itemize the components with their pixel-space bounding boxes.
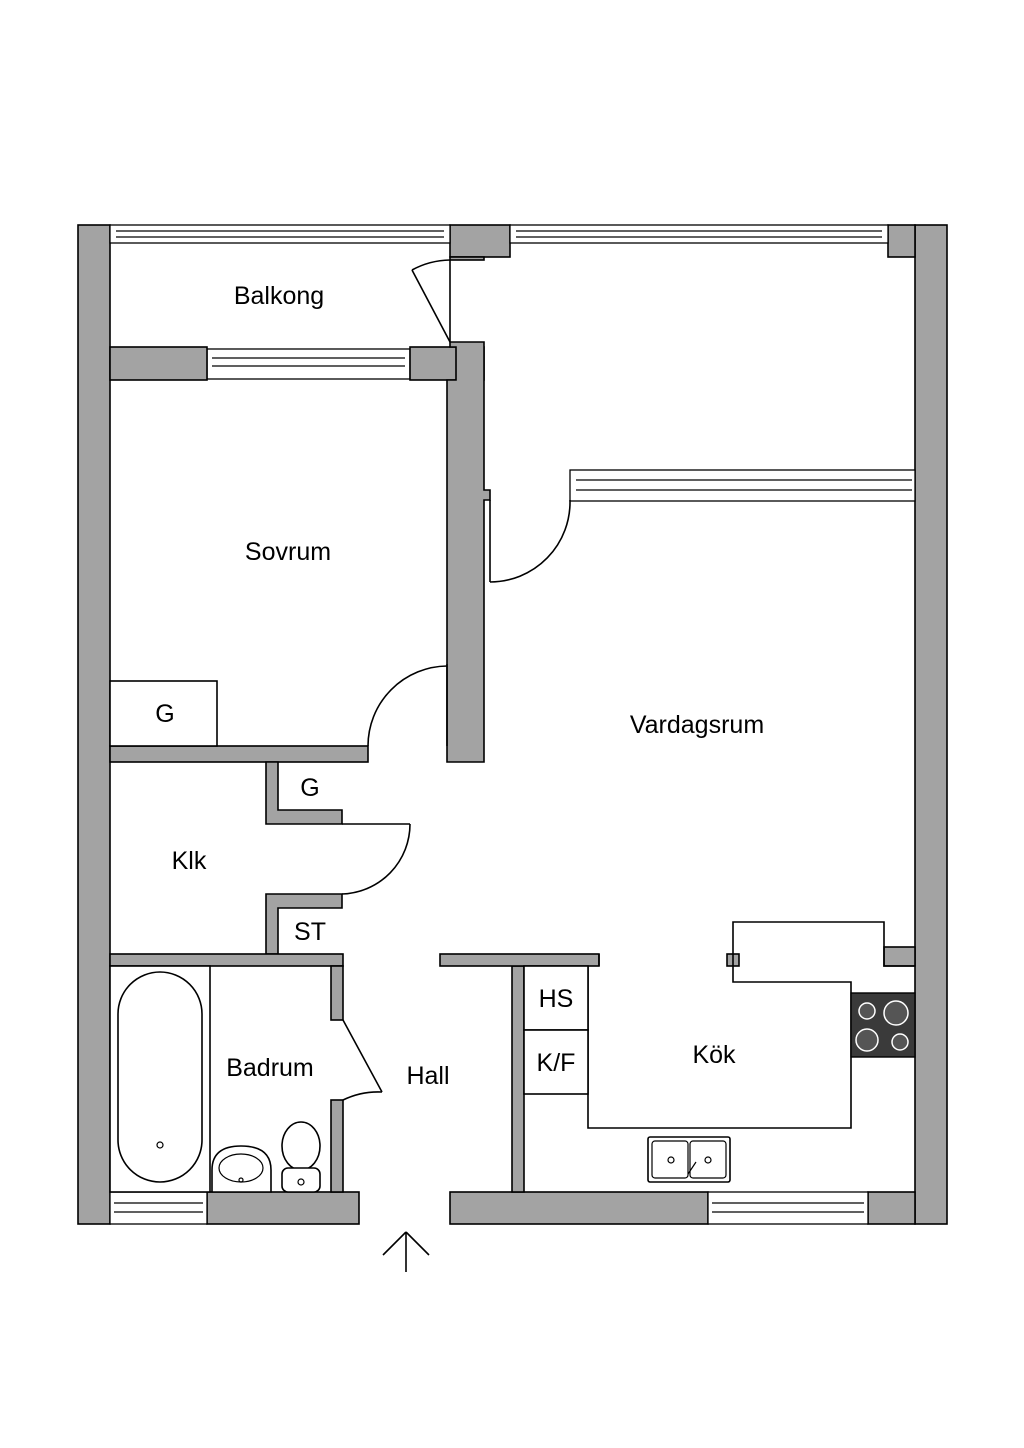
door-badrum (342, 1019, 383, 1101)
label-kf: K/F (537, 1049, 576, 1077)
toilet-icon (281, 1121, 321, 1193)
window-badrum (109, 1191, 208, 1225)
label-badrum: Badrum (226, 1054, 314, 1082)
label-vardagsrum: Vardagsrum (630, 711, 764, 739)
window-living-top (509, 224, 889, 244)
door-vardagsrum (489, 499, 571, 583)
door-klk (341, 823, 411, 895)
doors (341, 259, 571, 1101)
window-kok (707, 1191, 869, 1225)
window-vardagsrum (569, 469, 916, 502)
windows (109, 224, 916, 1225)
kitchen-sink-icon (647, 1136, 731, 1183)
label-balkong: Balkong (234, 282, 324, 310)
wash-basin-icon (211, 1145, 272, 1193)
room-labels: Balkong Sovrum G G Vardagsrum Klk ST Bad… (155, 282, 764, 1090)
door-balkong (411, 259, 451, 343)
window-balkong-top (109, 224, 451, 244)
hs-cabinet (523, 965, 589, 1031)
door-sovrum (367, 664, 448, 747)
label-st: ST (294, 918, 326, 946)
label-hs: HS (539, 985, 574, 1013)
closet-sovrum (109, 680, 218, 747)
label-klk: Klk (172, 847, 207, 875)
label-g-sovrum: G (155, 700, 174, 728)
bathtub-icon (109, 965, 211, 1193)
label-kok: Kök (692, 1041, 736, 1069)
entrance-arrow-icon (382, 1231, 430, 1272)
window-sovrum (206, 348, 411, 380)
interior-walls (109, 256, 916, 1193)
label-g-hall: G (300, 774, 319, 802)
label-sovrum: Sovrum (245, 538, 331, 566)
outer-walls (77, 224, 948, 1225)
label-hall: Hall (406, 1062, 449, 1090)
stove-icon (850, 992, 916, 1058)
kf-cabinet (523, 1029, 589, 1095)
fixtures (109, 680, 916, 1193)
